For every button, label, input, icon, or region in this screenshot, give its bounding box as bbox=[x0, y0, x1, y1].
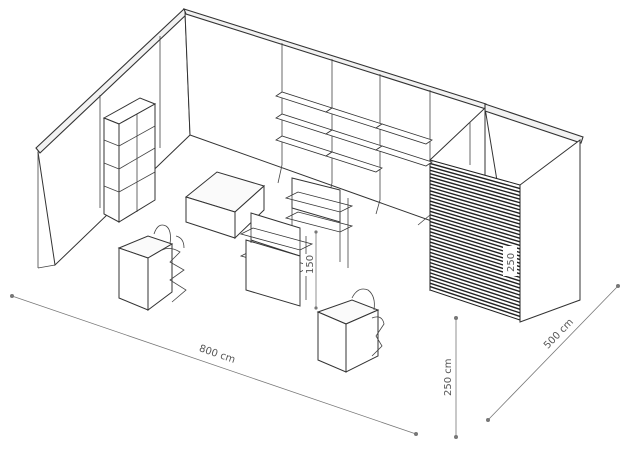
slat-line bbox=[429, 220, 521, 250]
height-label: 250 cm bbox=[443, 358, 454, 396]
slat-line bbox=[429, 265, 521, 296]
slat-line bbox=[429, 200, 521, 229]
slat-line bbox=[429, 196, 521, 225]
slat-line bbox=[429, 261, 521, 293]
center-table bbox=[184, 171, 265, 240]
cube-shelving bbox=[102, 97, 157, 223]
slat-line bbox=[429, 186, 521, 215]
slat-line bbox=[429, 275, 521, 307]
slat-line bbox=[429, 179, 521, 207]
slat-line bbox=[429, 217, 521, 247]
dimension-shelf-height: 150 bbox=[303, 230, 318, 310]
slat-line bbox=[429, 176, 521, 204]
slat-line bbox=[429, 282, 521, 314]
dimension-width: 800 cm bbox=[10, 294, 418, 436]
slat-line bbox=[429, 193, 521, 222]
slat-line bbox=[429, 162, 521, 190]
counter-left bbox=[117, 224, 187, 311]
slat-line bbox=[429, 268, 521, 300]
slat-line bbox=[429, 214, 521, 243]
slat-line bbox=[429, 169, 521, 197]
wall-shelves bbox=[275, 91, 433, 226]
slat-line bbox=[429, 251, 521, 282]
slat-line bbox=[429, 183, 521, 211]
slat-line bbox=[429, 272, 521, 303]
slat-line bbox=[429, 203, 521, 232]
back-wall bbox=[183, 8, 487, 241]
slatwall-label: 250 bbox=[503, 246, 517, 276]
slat-line bbox=[429, 258, 521, 289]
gondola-rear bbox=[284, 177, 354, 268]
gondola-front bbox=[239, 212, 314, 307]
slatwall-panel bbox=[429, 159, 521, 321]
slat-line bbox=[429, 255, 521, 286]
slat-line bbox=[429, 166, 521, 193]
slat-line bbox=[429, 279, 521, 311]
counter-front bbox=[316, 288, 385, 373]
slat-line bbox=[429, 210, 521, 239]
dimension-height: 250 cm bbox=[440, 316, 458, 439]
slat-line bbox=[429, 173, 521, 200]
slat-line bbox=[429, 207, 521, 236]
slat-line bbox=[429, 285, 521, 318]
shelf-height-label: 150 bbox=[305, 255, 316, 274]
wall-height-label: 250 bbox=[506, 253, 517, 272]
slat-line bbox=[429, 190, 521, 218]
